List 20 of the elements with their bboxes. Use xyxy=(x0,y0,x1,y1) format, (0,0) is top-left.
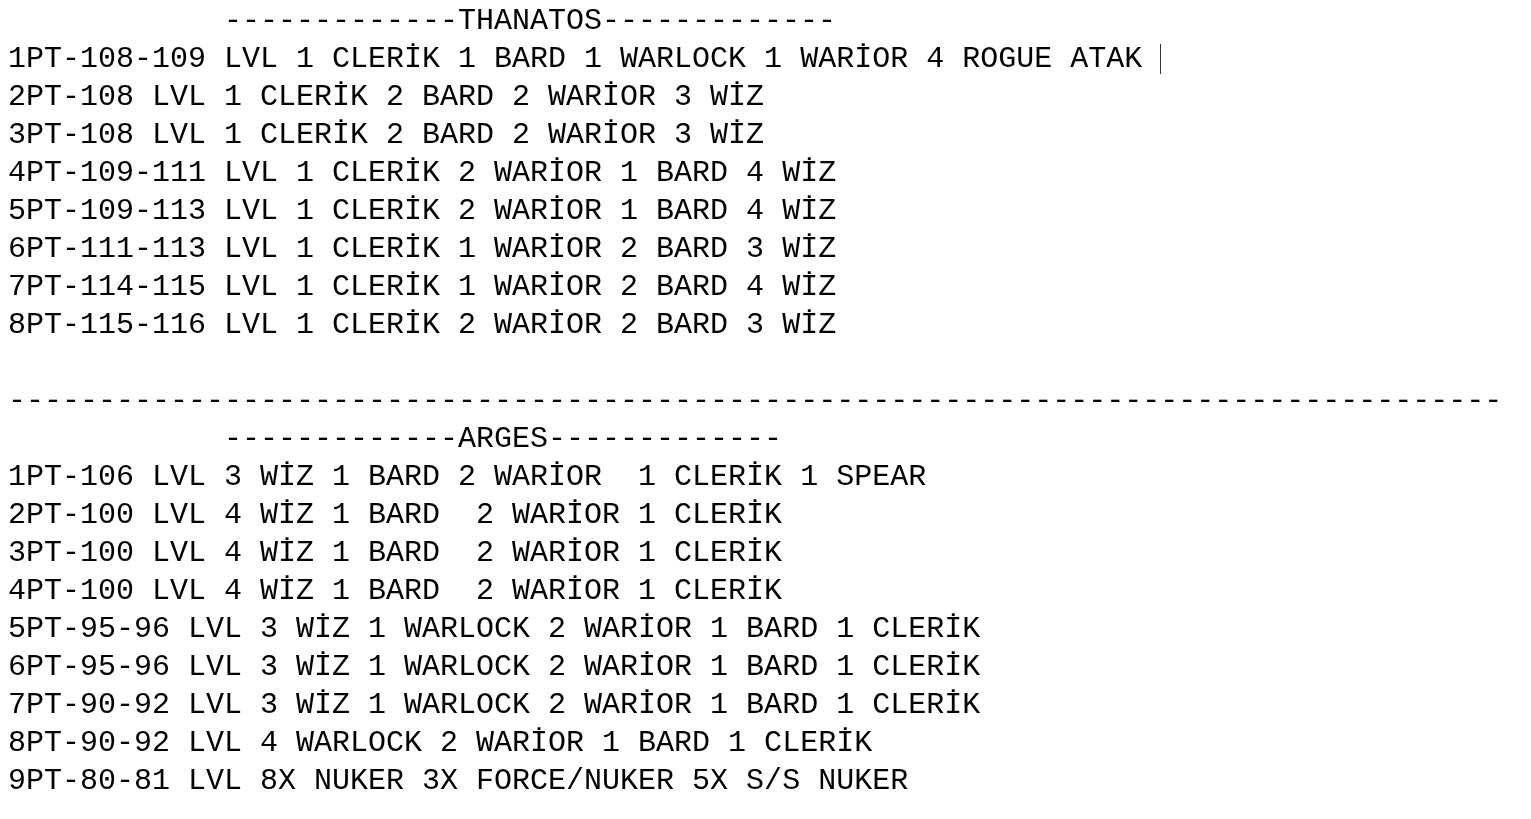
text-line: -------------ARGES------------- xyxy=(224,421,783,457)
text-line: 8PT-90-92 LVL 4 WARLOCK 2 WARİOR 1 BARD 1 CLERİK xyxy=(8,725,873,761)
text-line: ----------------------------------------------------------------------------------- xyxy=(8,383,1503,419)
text-line: 5PT-109-113 LVL 1 CLERİK 2 WARİOR 1 BARD 4 WİZ xyxy=(8,193,837,229)
text-line: 6PT-95-96 LVL 3 WİZ 1 WARLOCK 2 WARİOR 1 BARD 1 CLERİK xyxy=(8,649,981,685)
text-line: 8PT-115-116 LVL 1 CLERİK 2 WARİOR 2 BARD 3 WİZ xyxy=(8,307,837,343)
text-line: 5PT-95-96 LVL 3 WİZ 1 WARLOCK 2 WARİOR 1 BARD 1 CLERİK xyxy=(8,611,981,647)
text-line: 1PT-106 LVL 3 WİZ 1 BARD 2 WARİOR 1 CLERİK 1 SPEAR xyxy=(8,459,927,495)
text-line: 3PT-100 LVL 4 WİZ 1 BARD 2 WARİOR 1 CLERİK xyxy=(8,535,783,571)
text-line: -------------THANATOS------------- xyxy=(224,3,837,39)
text-line: 9PT-80-81 LVL 8X NUKER 3X FORCE/NUKER 5X S/S NUKER xyxy=(8,763,909,799)
text-line: 2PT-108 LVL 1 CLERİK 2 BARD 2 WARİOR 3 WİZ xyxy=(8,79,765,115)
text-line: 4PT-109-111 LVL 1 CLERİK 2 WARİOR 1 BARD 4 WİZ xyxy=(8,155,837,191)
text-line: 1PT-108-109 LVL 1 CLERİK 1 BARD 1 WARLOCK 1 WARİOR 4 ROGUE ATAK xyxy=(8,41,1143,77)
text-line: 6PT-111-113 LVL 1 CLERİK 1 WARİOR 2 BARD 3 WİZ xyxy=(8,231,837,267)
text-line: 3PT-108 LVL 1 CLERİK 2 BARD 2 WARİOR 3 WİZ xyxy=(8,117,765,153)
text-line: 7PT-114-115 LVL 1 CLERİK 1 WARİOR 2 BARD 4 WİZ xyxy=(8,269,837,305)
text-line: 7PT-90-92 LVL 3 WİZ 1 WARLOCK 2 WARİOR 1 BARD 1 CLERİK xyxy=(8,687,981,723)
text-line: 4PT-100 LVL 4 WİZ 1 BARD 2 WARİOR 1 CLERİK xyxy=(8,573,783,609)
text-line: 2PT-100 LVL 4 WİZ 1 BARD 2 WARİOR 1 CLERİK xyxy=(8,497,783,533)
